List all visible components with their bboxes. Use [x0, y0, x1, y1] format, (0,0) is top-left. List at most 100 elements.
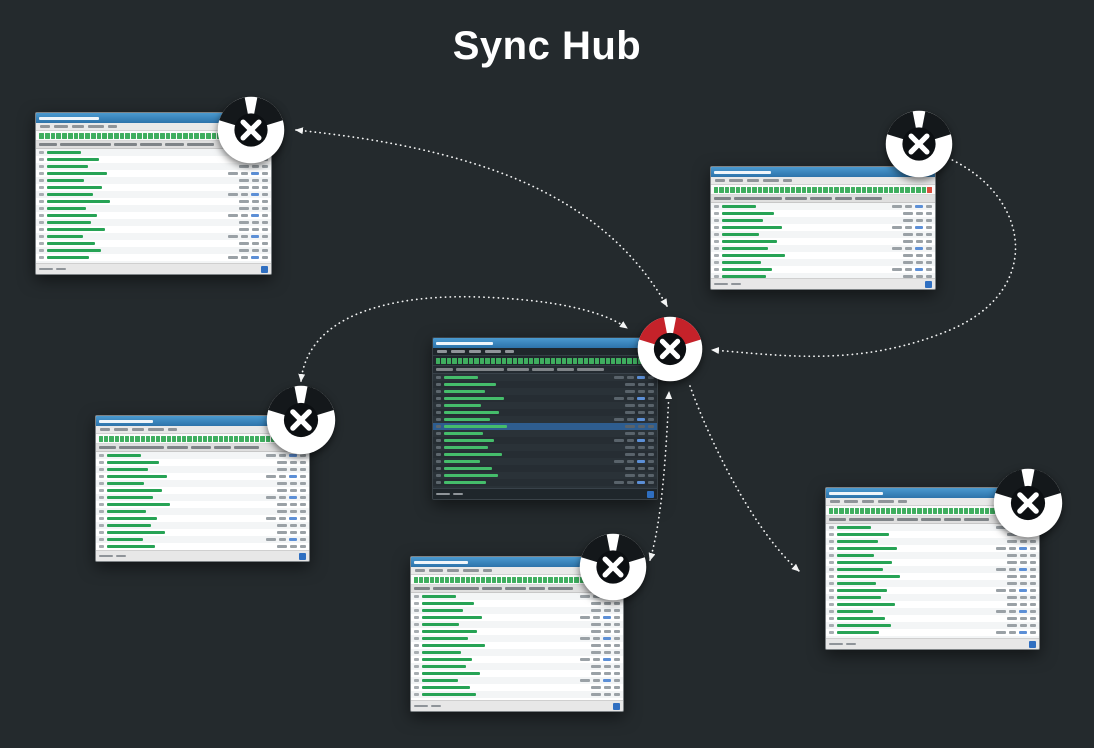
menu-item[interactable]: [168, 428, 177, 431]
table-row[interactable]: [96, 515, 309, 522]
menu-item[interactable]: [114, 428, 128, 431]
table-row[interactable]: [711, 238, 935, 245]
table-row[interactable]: [433, 479, 657, 486]
table-row[interactable]: [826, 622, 1039, 629]
menu-item[interactable]: [447, 569, 459, 572]
menu-item[interactable]: [729, 179, 743, 182]
table-row[interactable]: [433, 465, 657, 472]
menu-item[interactable]: [54, 125, 68, 128]
menu-item[interactable]: [132, 428, 144, 431]
table-row[interactable]: [36, 254, 271, 261]
table-row[interactable]: [433, 486, 657, 488]
table-row[interactable]: [36, 163, 271, 170]
column-header[interactable]: [897, 518, 918, 521]
column-header[interactable]: [118, 446, 165, 449]
menu-item[interactable]: [451, 350, 465, 353]
table-row[interactable]: [826, 559, 1039, 566]
status-action-button[interactable]: [613, 702, 620, 710]
table-row[interactable]: [433, 409, 657, 416]
table-row[interactable]: [36, 170, 271, 177]
table-row[interactable]: [826, 573, 1039, 580]
menu-item[interactable]: [747, 179, 759, 182]
status-action-button[interactable]: [925, 280, 932, 288]
menu-item[interactable]: [715, 179, 725, 182]
table-row[interactable]: [826, 629, 1039, 636]
table-row[interactable]: [96, 487, 309, 494]
menu-item[interactable]: [40, 125, 50, 128]
column-header[interactable]: [60, 143, 111, 146]
menu-item[interactable]: [862, 500, 874, 503]
table-row[interactable]: [96, 501, 309, 508]
column-header[interactable]: [456, 368, 505, 371]
table-row[interactable]: [411, 656, 623, 663]
column-header[interactable]: [186, 143, 215, 146]
menu-item[interactable]: [429, 569, 443, 572]
table-row[interactable]: [826, 580, 1039, 587]
column-header[interactable]: [99, 446, 116, 449]
table-row[interactable]: [433, 430, 657, 437]
menu-item[interactable]: [783, 179, 792, 182]
table-row[interactable]: [36, 198, 271, 205]
table-row[interactable]: [711, 210, 935, 217]
table-row[interactable]: [411, 607, 623, 614]
menu-item[interactable]: [108, 125, 117, 128]
table-row[interactable]: [826, 636, 1039, 638]
table-row[interactable]: [411, 628, 623, 635]
table-row[interactable]: [711, 252, 935, 259]
table-row[interactable]: [711, 245, 935, 252]
table-row[interactable]: [96, 466, 309, 473]
table-row[interactable]: [96, 543, 309, 550]
table-row[interactable]: [411, 663, 623, 670]
table-row[interactable]: [96, 459, 309, 466]
table-row[interactable]: [96, 522, 309, 529]
table-row[interactable]: [826, 552, 1039, 559]
column-header[interactable]: [834, 197, 853, 200]
column-header[interactable]: [139, 143, 163, 146]
column-header[interactable]: [556, 368, 575, 371]
menu-item[interactable]: [100, 428, 110, 431]
column-header[interactable]: [507, 368, 530, 371]
menu-item[interactable]: [415, 569, 425, 572]
table-row[interactable]: [411, 691, 623, 698]
menu-item[interactable]: [844, 500, 858, 503]
menu-item[interactable]: [763, 179, 779, 182]
menu-item[interactable]: [898, 500, 907, 503]
table-row[interactable]: [826, 594, 1039, 601]
table-row[interactable]: [411, 670, 623, 677]
table-row[interactable]: [711, 224, 935, 231]
table-row[interactable]: [411, 677, 623, 684]
menu-item[interactable]: [878, 500, 894, 503]
table-row[interactable]: [411, 614, 623, 621]
column-header[interactable]: [190, 446, 212, 449]
table-row[interactable]: [36, 184, 271, 191]
column-header[interactable]: [855, 197, 882, 200]
column-header[interactable]: [714, 197, 732, 200]
table-row[interactable]: [433, 395, 657, 402]
table-row[interactable]: [826, 608, 1039, 615]
table-row[interactable]: [411, 642, 623, 649]
table-row[interactable]: [36, 219, 271, 226]
column-header[interactable]: [577, 368, 604, 371]
table-row[interactable]: [96, 452, 309, 459]
table-row[interactable]: [433, 381, 657, 388]
table-row[interactable]: [826, 587, 1039, 594]
table-row[interactable]: [826, 566, 1039, 573]
table-row[interactable]: [411, 649, 623, 656]
table-row[interactable]: [433, 402, 657, 409]
table-row[interactable]: [411, 635, 623, 642]
column-header[interactable]: [436, 368, 454, 371]
column-header[interactable]: [214, 446, 231, 449]
table-row[interactable]: [411, 621, 623, 628]
table-row[interactable]: [96, 494, 309, 501]
menu-item[interactable]: [485, 350, 501, 353]
menu-item[interactable]: [505, 350, 514, 353]
table-row[interactable]: [96, 508, 309, 515]
column-header[interactable]: [528, 587, 546, 590]
table-row[interactable]: [826, 601, 1039, 608]
table-row[interactable]: [826, 545, 1039, 552]
menu-item[interactable]: [437, 350, 447, 353]
menu-item[interactable]: [483, 569, 492, 572]
table-row[interactable]: [36, 212, 271, 219]
column-header[interactable]: [964, 518, 989, 521]
status-action-button[interactable]: [299, 552, 306, 560]
